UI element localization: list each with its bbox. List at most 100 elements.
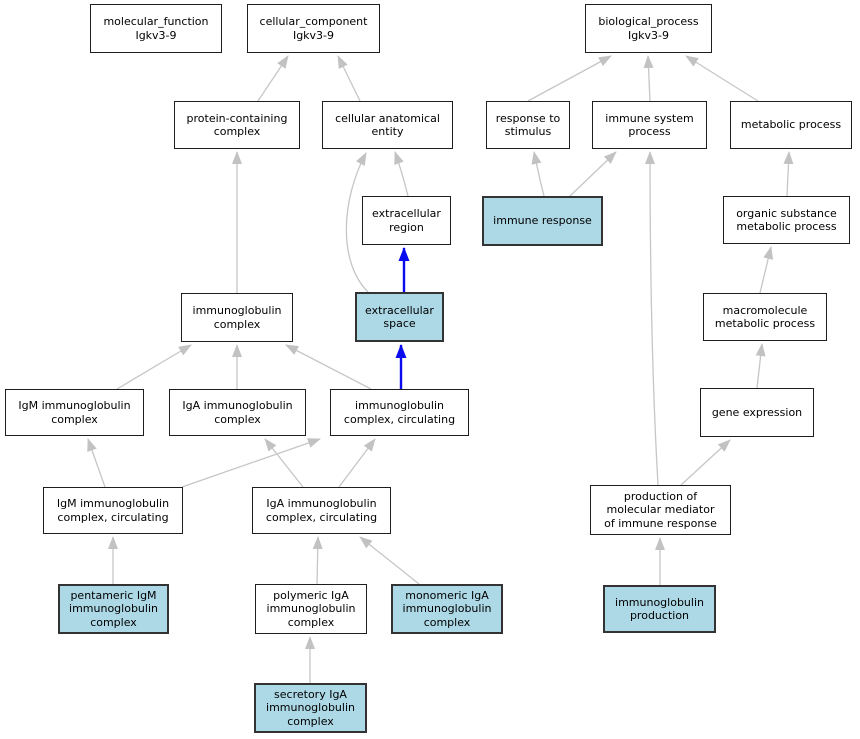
edge-iga-immunoglobulin-complex-circulating--immunoglobulin-complex-circulating bbox=[338, 438, 376, 488]
node-label-line: Igkv3-9 bbox=[627, 28, 670, 42]
edge-response-to-stimulus--biological-process bbox=[527, 55, 612, 102]
node-label-line: complex bbox=[287, 714, 334, 728]
node-label-line: complex, circulating bbox=[265, 510, 378, 524]
node-label-line: complex bbox=[214, 412, 261, 426]
node-label-line: IgA immunoglobulin bbox=[182, 399, 293, 412]
node-label-line: complex bbox=[423, 615, 471, 629]
node-label-line: complex, circulating bbox=[343, 412, 456, 426]
node-label-line: pentameric IgM bbox=[70, 588, 157, 602]
edge-macromolecule-metabolic-process--organic-substance-metabolic-process bbox=[759, 246, 774, 294]
node-label-line: process bbox=[628, 125, 671, 138]
node-label-line: metabolic process bbox=[740, 118, 842, 132]
node-label-line: immunoglobulin bbox=[266, 602, 356, 616]
edge-cellular-anatomical-entity--cellular-component bbox=[337, 55, 361, 102]
node-immune-response[interactable]: immune response bbox=[482, 196, 603, 246]
edge-production-of-molecular-mediator--immune-system-process bbox=[645, 151, 659, 486]
edge-immunoglobulin-complex-circulating--immunoglobulin-complex bbox=[285, 344, 372, 390]
edge-igm-immunoglobulin-complex--immunoglobulin-complex bbox=[116, 344, 192, 390]
edge-iga-immunoglobulin-complex-circulating--iga-immunoglobulin-complex bbox=[264, 438, 304, 488]
node-label-line: complex bbox=[213, 125, 261, 138]
edge-extracellular-region--cellular-anatomical-entity bbox=[394, 151, 409, 197]
edge-extracellular-space--cellular-anatomical-entity bbox=[345, 152, 369, 293]
node-label-line: immune response bbox=[493, 214, 592, 228]
edge-protein-containing-complex--cellular-component bbox=[257, 55, 289, 102]
node-label-line: metabolic process bbox=[714, 317, 816, 330]
node-label-line: immunoglobulin bbox=[402, 602, 492, 616]
node-label-line: macromolecule bbox=[722, 303, 808, 317]
node-label-line: immunoglobulin bbox=[192, 304, 282, 317]
node-label-line: biological_process bbox=[598, 15, 699, 28]
edge-igm-immunoglobulin-complex-circulating--immunoglobulin-complex-circulating bbox=[181, 438, 321, 488]
edge-production-of-molecular-mediator--gene-expression bbox=[680, 439, 731, 486]
node-label-line: cellular anatomical bbox=[335, 111, 440, 125]
node-label-line: IgA immunoglobulin bbox=[266, 497, 377, 510]
node-label-line: polymeric IgA bbox=[273, 588, 349, 602]
node-label-line: molecular_function bbox=[103, 15, 209, 28]
node-label-line: monomeric IgA bbox=[405, 588, 489, 602]
node-label-line: metabolic process bbox=[736, 220, 837, 233]
node-label-line: complex, circulating bbox=[57, 510, 169, 524]
node-label-line: Igkv3-9 bbox=[135, 28, 177, 42]
node-label-line: entity bbox=[371, 125, 404, 138]
node-label-line: complex bbox=[213, 317, 261, 331]
node-label-line: immune system bbox=[605, 111, 694, 125]
node-gene-expression[interactable]: gene expression bbox=[700, 388, 814, 437]
edge-gene-expression--macromolecule-metabolic-process bbox=[755, 343, 766, 389]
node-label-line: molecular mediator bbox=[606, 503, 715, 517]
node-label-line: immunoglobulin bbox=[355, 399, 444, 412]
node-label-line: extracellular bbox=[372, 207, 441, 220]
node-label-line: immunoglobulin bbox=[266, 701, 355, 715]
node-label-line: IgM immunoglobulin bbox=[56, 497, 170, 510]
node-label-line: production of bbox=[623, 489, 698, 503]
node-label-line: complex bbox=[90, 615, 137, 629]
node-metabolic-process[interactable]: metabolic process bbox=[730, 101, 852, 149]
node-label-line: stimulus bbox=[504, 125, 552, 138]
node-label-line: extracellular bbox=[365, 303, 434, 317]
node-label-line: space bbox=[383, 317, 416, 330]
edge-organic-substance-metabolic-process--metabolic-process bbox=[783, 151, 794, 197]
edge-polymeric-iga-immunoglobulin-complex--iga-immunoglobulin-complex-circulating bbox=[312, 536, 323, 585]
node-label-line: gene expression bbox=[711, 405, 803, 419]
edge-metabolic-process--biological-process bbox=[685, 55, 759, 102]
node-label-line: immunoglobulin bbox=[615, 595, 704, 609]
node-label-line: cellular_component bbox=[259, 15, 368, 28]
node-label-line: complex bbox=[287, 615, 335, 629]
node-label-line: response to bbox=[495, 111, 561, 125]
node-label-line: of immune response bbox=[604, 516, 717, 530]
edge-immune-response--immune-system-process bbox=[569, 151, 617, 197]
edge-monomeric-iga-immunoglobulin-complex--iga-immunoglobulin-complex-circulating bbox=[359, 536, 420, 585]
node-label-line: immunoglobulin bbox=[69, 602, 158, 616]
node-label-line: production bbox=[629, 609, 690, 622]
node-label-line: complex bbox=[51, 412, 98, 426]
edge-immune-system-process--biological-process bbox=[643, 55, 654, 102]
edge-immune-response--response-to-stimulus bbox=[531, 151, 545, 197]
node-label-line: organic substance bbox=[736, 206, 837, 220]
node-label-line: secretory IgA bbox=[274, 687, 347, 701]
edge-igm-immunoglobulin-complex-circulating--igm-immunoglobulin-complex bbox=[87, 438, 106, 488]
